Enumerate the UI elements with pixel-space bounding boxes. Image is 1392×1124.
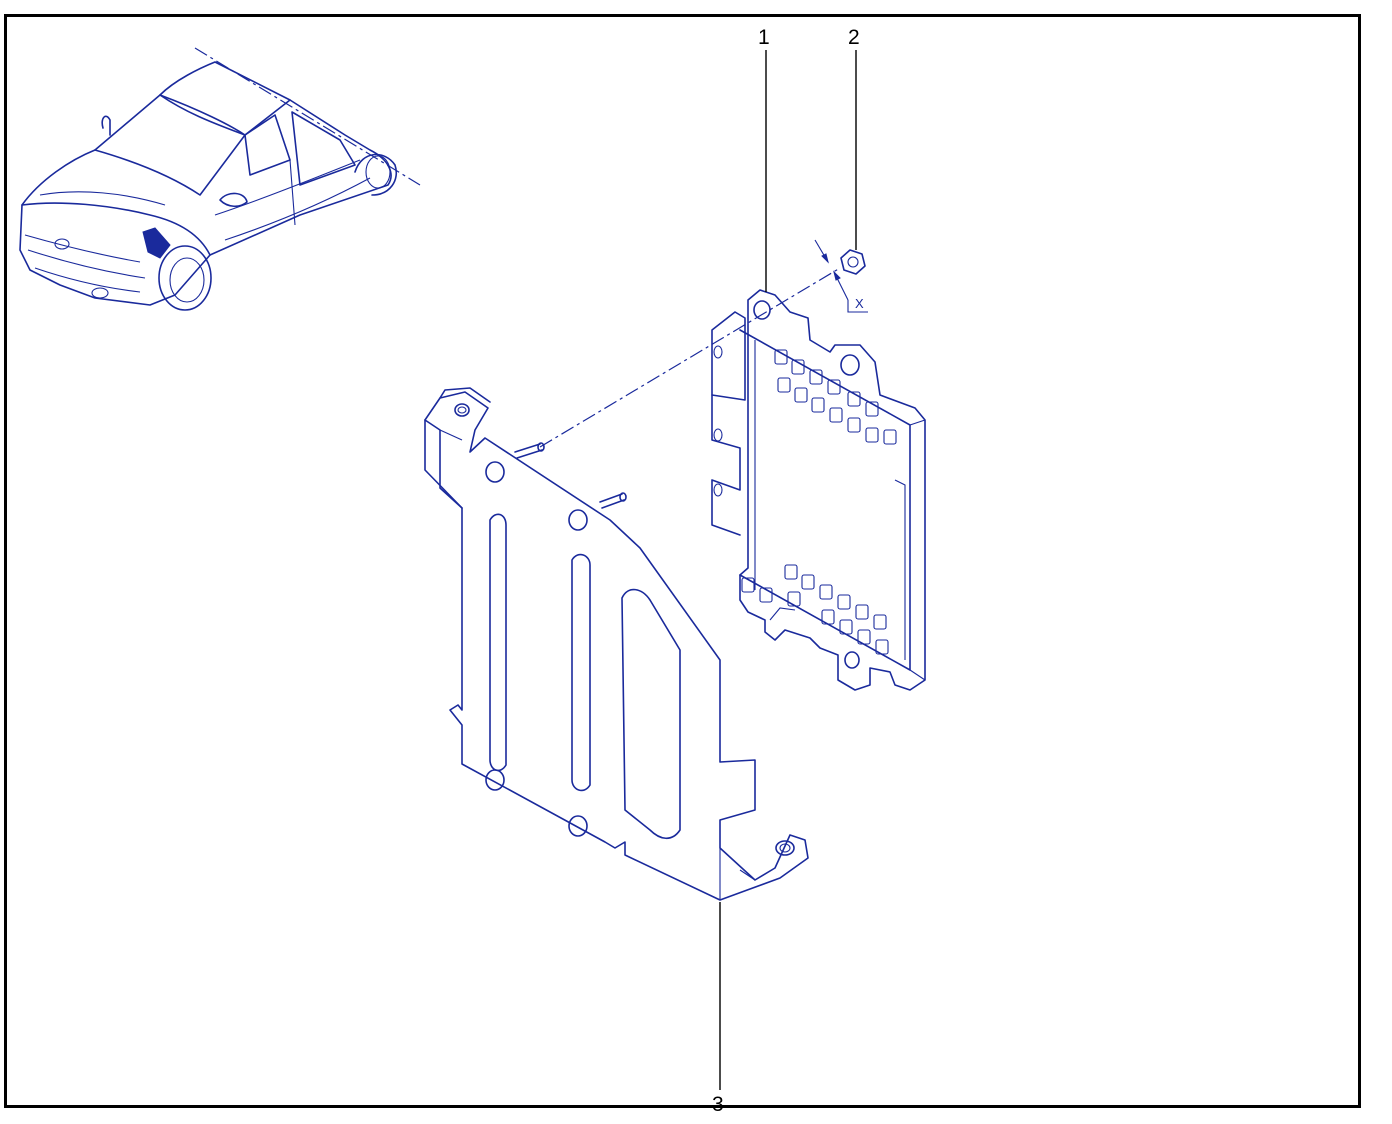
control-unit-part	[711, 289, 926, 691]
callout-label-2: 2	[848, 26, 860, 49]
callout-3: 3	[712, 902, 724, 1116]
dimension-label: X	[855, 296, 864, 311]
location-marker	[142, 227, 171, 259]
diagram-frame	[4, 14, 1361, 1108]
callout-label-3: 3	[712, 1093, 724, 1116]
callout-label-1: 1	[758, 26, 770, 49]
callout-2: 2	[848, 26, 860, 250]
car-location-icon	[19, 47, 421, 311]
mounting-bracket-part	[424, 387, 809, 901]
assembly-axis-line	[539, 267, 841, 448]
callout-1: 1	[758, 26, 770, 292]
nut-part: X	[814, 239, 868, 313]
